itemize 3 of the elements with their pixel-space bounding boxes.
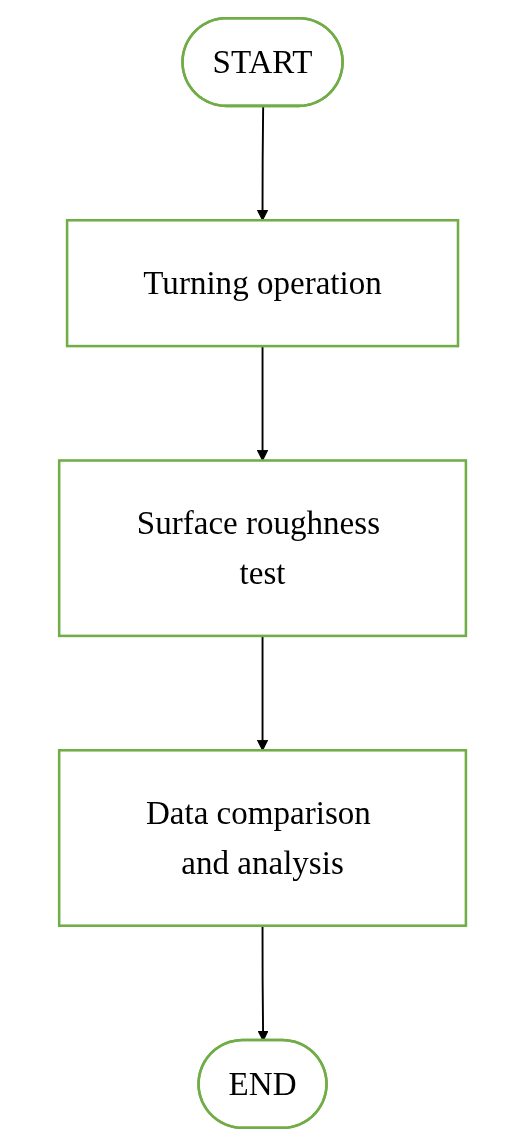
node-box: Surface roughness test: [58, 458, 468, 637]
node-box: Data comparison and analysis: [58, 748, 468, 927]
node-box: Turning operation: [66, 218, 460, 347]
